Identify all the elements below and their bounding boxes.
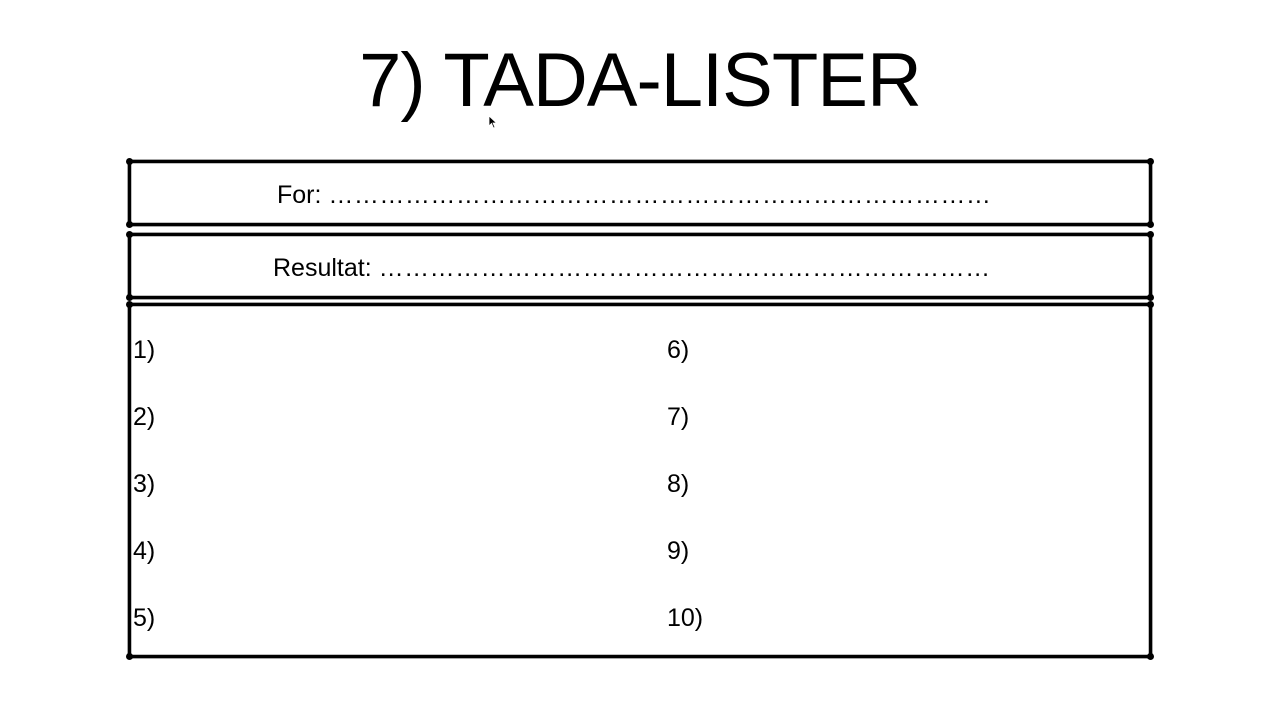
list-item: 10) (667, 604, 704, 632)
for-field[interactable]: For: …………………………………………………………………… (277, 179, 991, 211)
result-label: Resultat: (273, 254, 372, 282)
list-item: 1) (133, 336, 156, 364)
list-item: 4) (133, 537, 156, 565)
for-label: For: (277, 181, 322, 209)
slide-title: 7) TADA-LISTER (359, 38, 922, 123)
list-item: 6) (667, 336, 690, 364)
result-field[interactable]: Resultat: ……………………………………………………………… (273, 252, 991, 284)
list-box: 1) 2) 3) 4) 5) 6) 7) 8) 9) 10) (126, 301, 1154, 660)
list-item: 7) (667, 403, 690, 431)
result-dotted-line: ……………………………………………………………… (378, 254, 991, 282)
list-item: 5) (133, 604, 156, 632)
list-item: 2) (133, 403, 156, 431)
for-box: For: …………………………………………………………………… (126, 158, 1154, 228)
list-item: 3) (133, 470, 156, 498)
for-dotted-line: …………………………………………………………………… (328, 181, 992, 209)
result-box: Resultat: ……………………………………………………………… (126, 231, 1154, 301)
list-item: 8) (667, 470, 690, 498)
list-item: 9) (667, 537, 690, 565)
